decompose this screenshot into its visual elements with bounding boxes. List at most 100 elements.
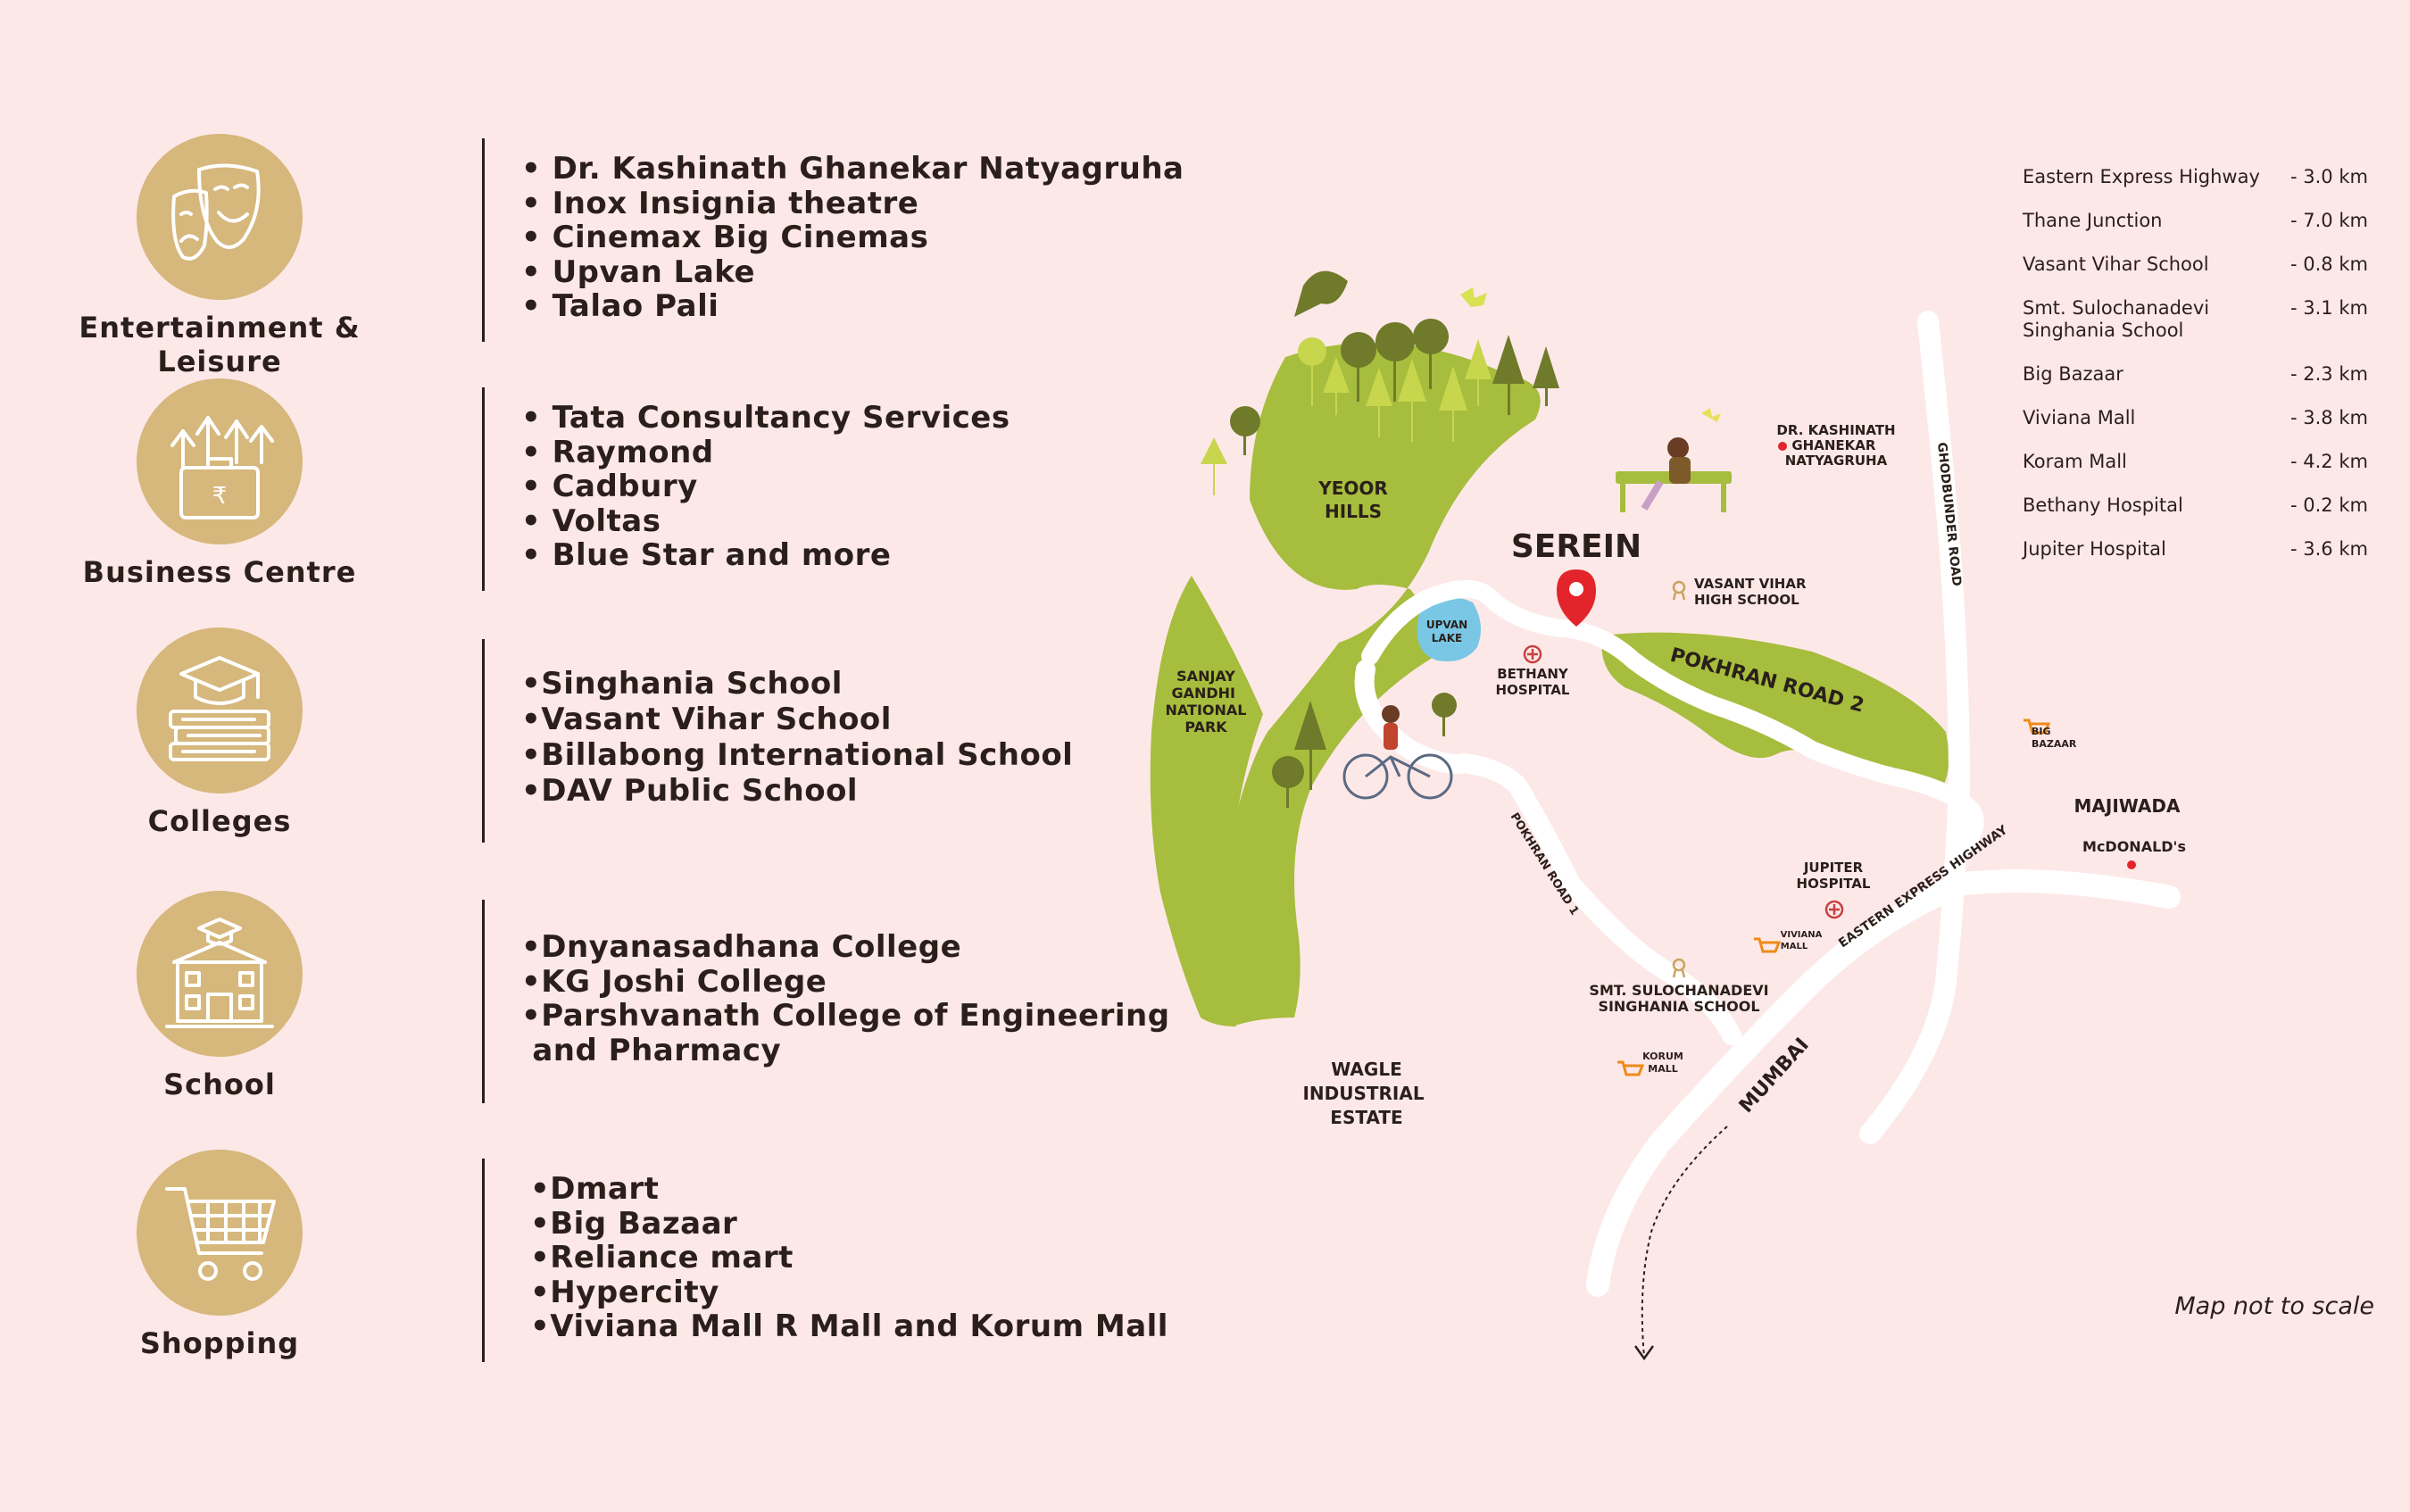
distance-place: Big Bazaar bbox=[2023, 363, 2123, 385]
category-label: Business Centre bbox=[82, 555, 357, 589]
colleges-list: •Singhania School •Vasant Vihar School •… bbox=[521, 666, 1073, 809]
list-item: • Inox Insignia theatre bbox=[521, 185, 919, 221]
distance-value: - 2.3 km bbox=[2290, 363, 2368, 385]
shopping-cart-icon bbox=[2024, 719, 2051, 735]
svg-text:₹: ₹ bbox=[212, 483, 228, 510]
list-item: •Parshvanath College of Engineering bbox=[521, 998, 1170, 1034]
mcdonalds-label: McDONALD's bbox=[2082, 838, 2186, 855]
business-list: • Tata Consultancy Services • Raymond • … bbox=[521, 401, 1010, 573]
list-item: •KG Joshi College bbox=[521, 963, 827, 1000]
hospital-icon bbox=[1523, 644, 1542, 664]
list-item: •Singhania School bbox=[521, 666, 843, 702]
bench-person-illustration bbox=[1616, 437, 1732, 512]
list-item: • Voltas bbox=[521, 503, 661, 539]
road-network bbox=[1354, 311, 2181, 1297]
distance-place: Koram Mall bbox=[2023, 451, 2127, 472]
list-item: •Billabong International School bbox=[521, 737, 1074, 773]
distance-value: - 3.8 km bbox=[2290, 407, 2368, 428]
shopping-cart-icon bbox=[1617, 1060, 1645, 1076]
list-item: •Hypercity bbox=[530, 1274, 719, 1310]
category-school: School bbox=[36, 891, 411, 1123]
distance-place: Viviana Mall bbox=[2023, 407, 2136, 428]
list-item: •Reliance mart bbox=[530, 1240, 794, 1275]
distance-value: - 0.2 km bbox=[2290, 494, 2368, 516]
sanjay-gandhi-park-area bbox=[1150, 576, 1263, 1026]
list-item: • Blue Star and more bbox=[521, 537, 892, 573]
list-item: •Big Bazaar bbox=[530, 1205, 738, 1242]
majiwada-label: MAJIWADA bbox=[2074, 795, 2181, 817]
hospital-icon bbox=[1824, 900, 1844, 919]
shopping-cart-icon bbox=[1754, 937, 1782, 953]
distance-place: Eastern Express Highway bbox=[2023, 166, 2260, 187]
map-scale-note: Map not to scale bbox=[2174, 1292, 2374, 1320]
upvan-lake bbox=[1417, 597, 1481, 661]
distance-value: - 3.6 km bbox=[2290, 538, 2368, 560]
pokhran-green-area bbox=[1601, 632, 1949, 794]
distance-place: Bethany Hospital bbox=[2023, 494, 2183, 516]
bird-icon bbox=[1294, 270, 1348, 317]
category-label: School bbox=[163, 1068, 276, 1101]
project-location-pin-icon bbox=[1557, 569, 1596, 627]
butterfly-icon bbox=[1701, 408, 1721, 422]
divider bbox=[482, 387, 485, 591]
divider bbox=[482, 900, 485, 1103]
list-item: •DAV Public School bbox=[521, 773, 859, 809]
school-marker-icon bbox=[1672, 580, 1686, 601]
list-item: •Viviana Mall R Mall and Korum Mall bbox=[530, 1308, 1168, 1344]
distance-value: - 7.0 km bbox=[2290, 210, 2368, 231]
project-name-label: SEREIN bbox=[1511, 528, 1641, 565]
list-item: • Cadbury bbox=[521, 469, 698, 504]
list-item: • Talao Pali bbox=[521, 288, 719, 324]
briefcase-growth-icon: ₹ bbox=[137, 378, 303, 544]
category-label: Colleges bbox=[147, 804, 292, 838]
category-business: ₹ Business Centre bbox=[36, 378, 411, 611]
list-item: •Dmart bbox=[530, 1171, 660, 1207]
distance-place: Jupiter Hospital bbox=[2023, 538, 2166, 560]
list-item: •Dnyanasadhana College bbox=[521, 929, 962, 965]
distance-value: - 3.1 km bbox=[2290, 297, 2368, 319]
distance-place: Thane Junction bbox=[2023, 210, 2163, 231]
shopping-list: •Dmart •Big Bazaar •Reliance mart •Hyper… bbox=[530, 1172, 1168, 1344]
category-shopping: Shopping bbox=[36, 1150, 411, 1382]
list-item: • Raymond bbox=[521, 434, 714, 470]
list-item: • Tata Consultancy Services bbox=[521, 400, 1010, 436]
category-label: Entertainment & Leisure bbox=[79, 311, 361, 378]
mumbai-direction-arrow bbox=[1641, 1126, 1728, 1358]
entertainment-list: • Dr. Kashinath Ghanekar Natyagruha • In… bbox=[521, 152, 1184, 324]
distance-value: - 3.0 km bbox=[2290, 166, 2368, 187]
divider bbox=[482, 1159, 485, 1362]
poi-dot bbox=[2127, 860, 2136, 869]
cyclist-illustration bbox=[1342, 705, 1453, 800]
tree-cluster bbox=[1201, 319, 1559, 808]
graduation-books-icon bbox=[137, 627, 303, 793]
divider bbox=[482, 639, 485, 843]
arrow-head bbox=[1633, 1345, 1655, 1361]
distance-value: - 0.8 km bbox=[2290, 253, 2368, 275]
school-marker-icon bbox=[1672, 958, 1686, 978]
shopping-cart-icon bbox=[137, 1150, 303, 1316]
list-item: •Vasant Vihar School bbox=[521, 702, 892, 737]
school-building-icon bbox=[137, 891, 303, 1057]
category-colleges: Colleges bbox=[36, 627, 411, 860]
list-item: • Dr. Kashinath Ghanekar Natyagruha bbox=[521, 151, 1184, 187]
poi-dot bbox=[1778, 442, 1787, 451]
list-item: • Cinemax Big Cinemas bbox=[521, 220, 929, 255]
list-item: and Pharmacy bbox=[521, 1032, 782, 1068]
category-entertainment: Entertainment & Leisure bbox=[36, 134, 411, 378]
butterfly-icon bbox=[1460, 287, 1487, 307]
category-label: Shopping bbox=[139, 1326, 300, 1360]
list-item: • Upvan Lake bbox=[521, 253, 756, 290]
